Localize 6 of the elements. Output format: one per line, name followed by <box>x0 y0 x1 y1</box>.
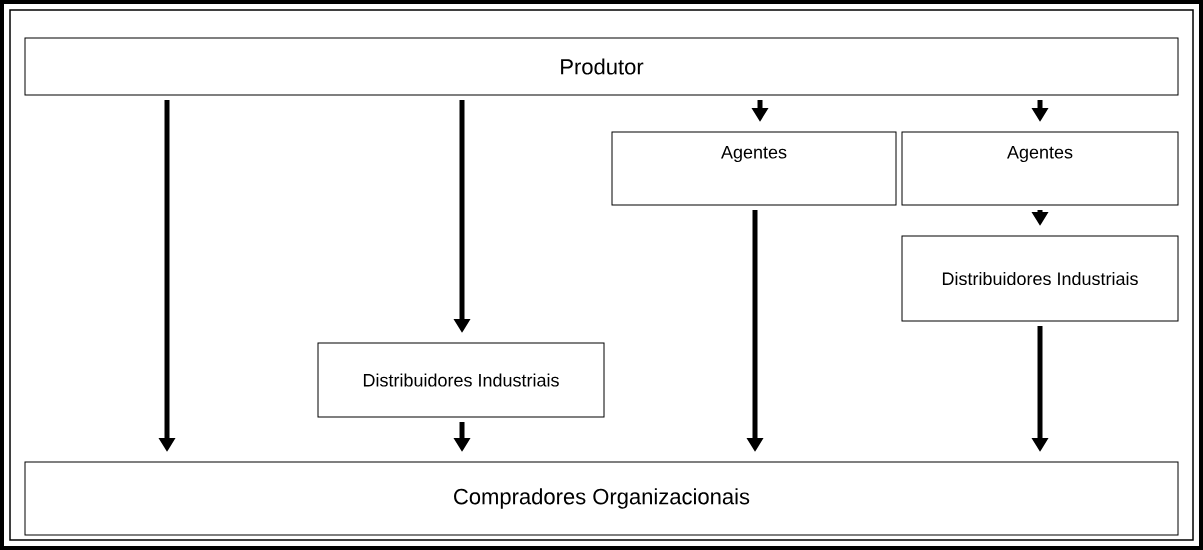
process-box: Distribuidores Industriais <box>317 342 605 418</box>
process-box: Compradores Organizacionais <box>24 461 1179 536</box>
process-box: Agentes <box>611 131 897 206</box>
process-box: Distribuidores Industriais <box>901 235 1179 322</box>
process-box: Agentes <box>901 131 1179 206</box>
process-box: Produtor <box>24 37 1179 96</box>
